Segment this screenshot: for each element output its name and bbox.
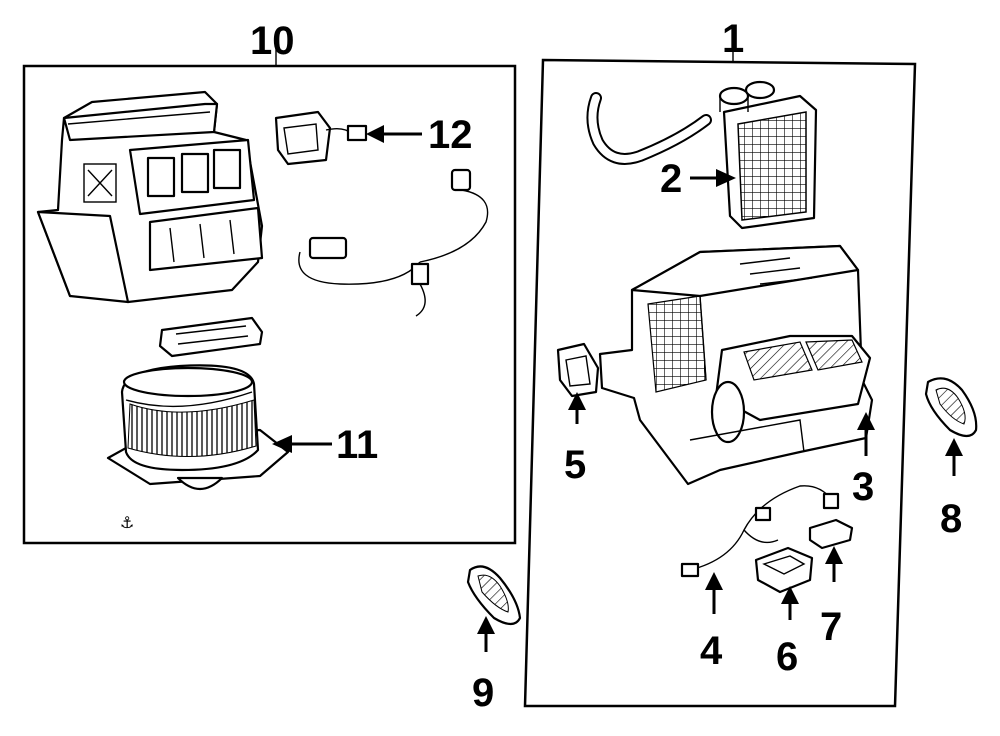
callout-1: 1	[722, 17, 744, 61]
callout-5: 5	[564, 443, 586, 487]
callout-8-group: 8	[940, 438, 963, 541]
air-vent-right-illustration	[924, 377, 978, 438]
heater-unit-group: 1 2	[523, 17, 917, 708]
callout-6: 6	[776, 635, 798, 679]
blower-resistor-illustration	[274, 110, 368, 166]
callout-9-group: 9	[472, 616, 495, 715]
blower-motor-illustration	[106, 364, 290, 491]
callout-4: 4	[700, 629, 723, 673]
callout-11-group: 11	[272, 423, 378, 467]
blower-case-illustration	[36, 90, 264, 304]
blower-wire-harness-illustration	[298, 168, 489, 317]
callout-4-group: 4	[700, 572, 723, 673]
callout-7: 7	[820, 605, 842, 649]
callout-2-group: 2	[660, 157, 736, 201]
callout-12-group: 12	[366, 113, 473, 157]
callout-7-group: 7	[820, 546, 843, 649]
heater-hose-illustration	[586, 92, 712, 165]
callout-10: 10	[250, 19, 295, 63]
callout-6-group: 6	[776, 586, 799, 679]
blower-assembly-frame	[22, 64, 517, 545]
blower-assembly-group: 10 12	[22, 19, 517, 545]
callout-9: 9	[472, 671, 494, 715]
sensor-illustration	[808, 518, 854, 550]
heater-wire-harness-illustration	[680, 485, 840, 578]
callout-5-group: 5	[564, 392, 586, 487]
heater-core-illustration	[718, 80, 818, 230]
callout-3: 3	[852, 465, 874, 509]
air-vent-left-illustration	[466, 565, 522, 626]
heater-unit-frame	[523, 58, 917, 708]
callout-11: 11	[336, 423, 378, 467]
callout-3-group: 3	[852, 412, 875, 509]
callout-12: 12	[428, 113, 473, 157]
callout-8: 8	[940, 497, 962, 541]
blower-bracket-illustration	[158, 316, 264, 358]
servo-motor-illustration	[556, 342, 600, 398]
callout-2: 2	[660, 157, 682, 201]
hardware-marker-icon: ⚓	[120, 513, 134, 532]
control-module-illustration	[754, 546, 814, 594]
heater-case-illustration	[598, 244, 874, 486]
